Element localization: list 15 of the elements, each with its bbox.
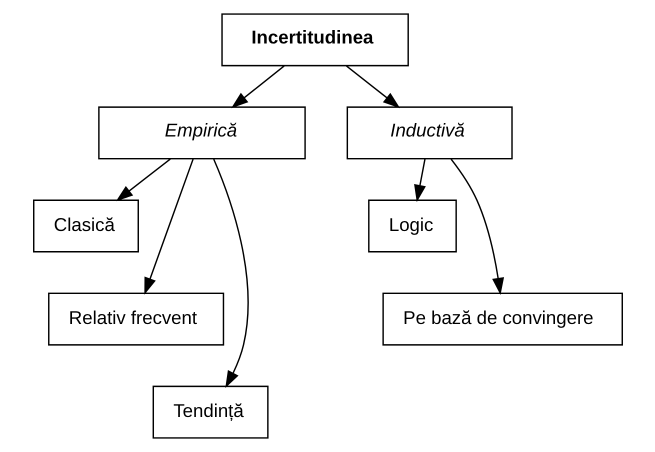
node-box: Clasică — [32, 200, 138, 252]
arrow — [230, 65, 284, 108]
node-box: Pe bază de convingere — [382, 292, 622, 346]
arrow — [414, 158, 426, 202]
node-box: Incertitudinea — [220, 13, 408, 66]
node-box: Logic — [368, 200, 456, 252]
node-box: Inductivă — [346, 106, 512, 160]
arrow — [144, 158, 194, 295]
arrow — [115, 158, 170, 202]
node-box: Relativ frecvent — [48, 292, 224, 346]
arrow — [450, 158, 504, 296]
arrow — [212, 158, 248, 388]
node-box: Tendință — [152, 386, 268, 439]
arrow — [345, 65, 400, 108]
node-box: Empirică — [98, 106, 306, 160]
